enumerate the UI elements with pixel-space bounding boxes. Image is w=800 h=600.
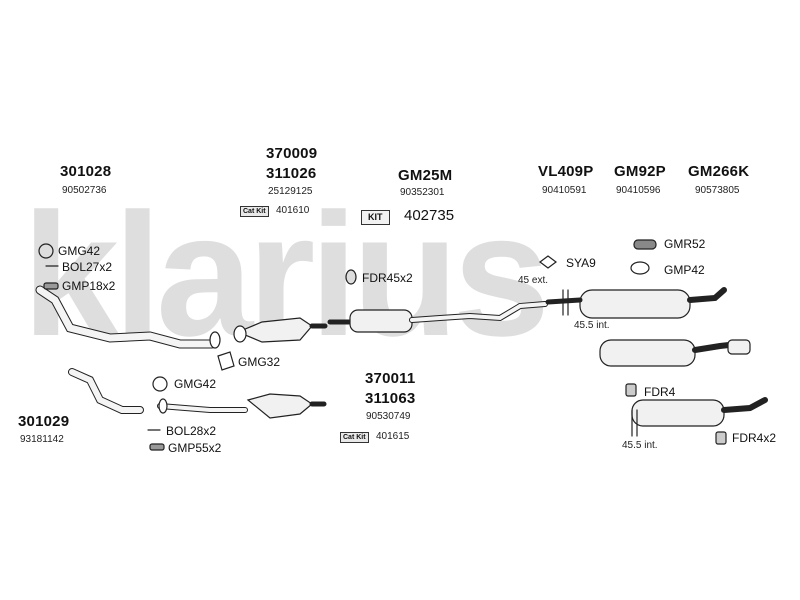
gmg42-gasket-top (38, 243, 54, 259)
oe-number-370009: 25129125 (268, 186, 313, 197)
fitting-gmr52: GMR52 (664, 237, 706, 251)
fitting-gmg42-bottom: GMG42 (174, 377, 217, 391)
oe-number-gm266k: 90573805 (695, 185, 740, 196)
fitting-sya9: SYA9 (566, 256, 596, 270)
catalyst-370011 (246, 393, 314, 419)
note-45-5-int-lower: 45.5 int. (622, 440, 658, 451)
part-number-gm266k: GM266K (688, 163, 750, 180)
part-number-301028: 301028 (60, 163, 112, 180)
part-number-vl409p: VL409P (538, 163, 594, 180)
fitting-gmg32: GMG32 (238, 355, 281, 369)
fitting-fdr4x2: FDR4x2 (732, 431, 777, 445)
kit-number-402735: 402735 (404, 207, 455, 224)
part-number-301029: 301029 (18, 413, 70, 430)
oe-number-301029: 93181142 (20, 434, 64, 445)
note-45-ext: 45 ext. (518, 275, 549, 286)
rear-box-vl409p (579, 289, 691, 319)
part-number-311063: 311063 (365, 390, 416, 407)
oe-number-gm25m: 90352301 (400, 187, 445, 198)
part-number-311026: 311026 (266, 165, 317, 182)
part-number-370009: 370009 (266, 145, 318, 162)
fitting-gmg42-top: GMG42 (58, 244, 101, 258)
kit-number-401610: 401610 (276, 205, 310, 216)
part-number-gm25m: GM25M (398, 167, 453, 184)
note-45-5-int-upper: 45.5 int. (574, 320, 610, 331)
part-number-370011: 370011 (365, 370, 416, 387)
cat-kit-badge: Cat Kit (340, 432, 369, 443)
part-number-gm92p: GM92P (614, 163, 666, 180)
cat-kit-badge: Cat Kit (240, 206, 269, 217)
fitting-bol28x2: BOL28x2 (166, 424, 217, 438)
fitting-gmp42: GMP42 (664, 263, 705, 277)
rear-box-gm266k (631, 399, 725, 427)
fitting-fdr45x2: FDR45x2 (362, 271, 413, 285)
catalyst-370009 (236, 317, 313, 343)
centre-silencer (349, 309, 413, 333)
oe-number-370011: 90530749 (366, 411, 411, 422)
oe-number-gm92p: 90410596 (616, 185, 661, 196)
kit-badge: KIT (361, 210, 390, 225)
fitting-gmp18x2: GMP18x2 (62, 279, 116, 293)
kit-number-401615: 401615 (376, 431, 410, 442)
rear-box-gm92p (599, 339, 696, 367)
fitting-bol27x2: BOL27x2 (62, 260, 113, 274)
oe-number-vl409p: 90410591 (542, 185, 587, 196)
fitting-fdr4: FDR4 (644, 385, 676, 399)
gmg32-gasket (217, 351, 235, 371)
oe-number-301028: 90502736 (62, 185, 107, 196)
fitting-gmp55x2: GMP55x2 (168, 441, 222, 455)
